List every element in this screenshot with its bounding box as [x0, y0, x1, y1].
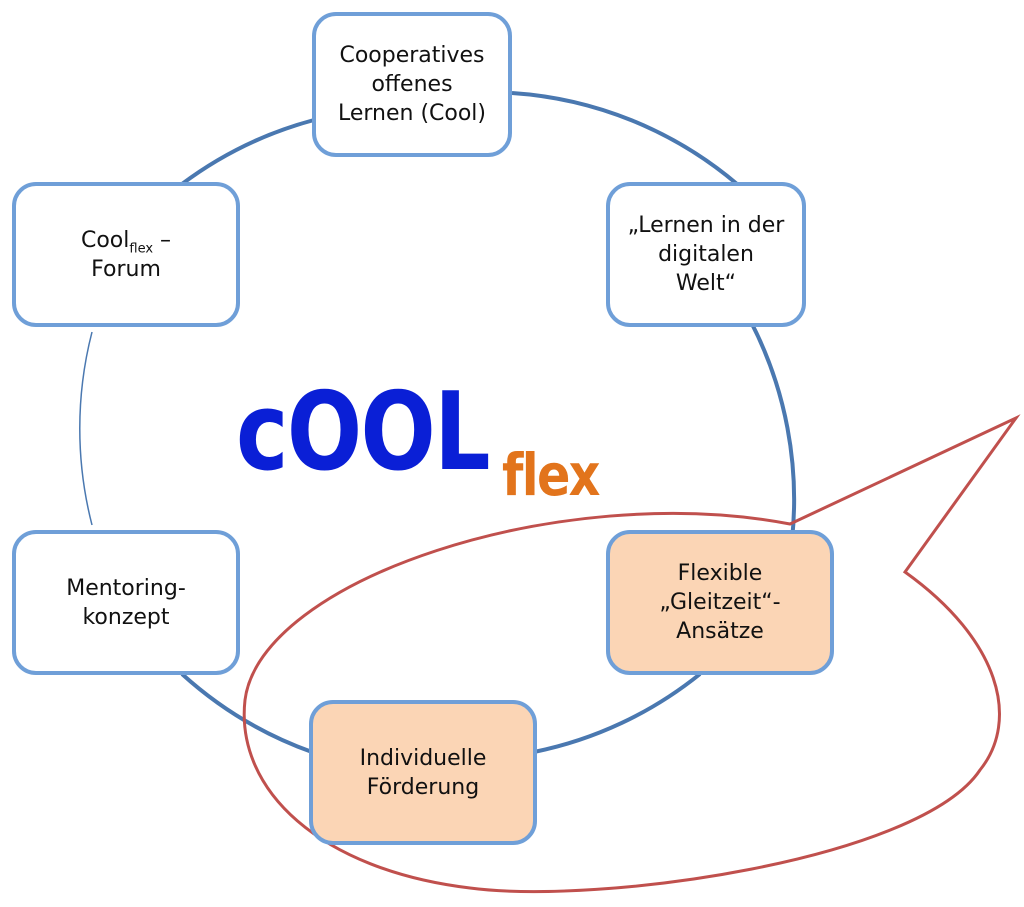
- node-text-line: „Gleitzeit“-: [659, 590, 781, 615]
- node-title-line: Coolflex –: [81, 226, 171, 255]
- node-text-line: Welt“: [675, 271, 737, 296]
- logo-main-text: cOOL: [236, 370, 491, 495]
- cycle-arc-top-left: [180, 118, 315, 186]
- node-text-line: Forum: [91, 256, 161, 282]
- node-cooperatives-offenes-lernen: Cooperatives offenes Lernen (Cool): [312, 12, 512, 157]
- node-flexible-gleitzeit-ansaetze: Flexible „Gleitzeit“- Ansätze: [606, 530, 834, 675]
- cycle-arc-right: [749, 321, 797, 541]
- node-text-line: offenes: [371, 72, 453, 97]
- node-title-subscript: flex: [129, 240, 154, 256]
- node-text-line: Flexible: [677, 561, 763, 586]
- node-text-line: Lernen (Cool): [337, 101, 487, 126]
- node-title-main: Cool: [80, 227, 130, 253]
- cycle-arc-right-bottom: [533, 672, 702, 754]
- node-individuelle-foerderung: Individuelle Förderung: [309, 700, 537, 845]
- node-text-line: konzept: [82, 604, 170, 630]
- node-text-line: Individuelle: [359, 745, 487, 771]
- node-coolflex-forum: Coolflex – Forum: [12, 182, 240, 327]
- node-lernen-digitale-welt: „Lernen in der digitalen Welt“: [606, 182, 806, 327]
- node-text-line: Mentoring-: [66, 575, 186, 601]
- node-text-line: Förderung: [366, 774, 480, 800]
- node-mentoringkonzept: Mentoring- konzept: [12, 530, 240, 675]
- node-text-line: Ansätze: [676, 619, 764, 644]
- logo-sub-text: flex: [502, 441, 600, 509]
- cycle-arc-top-right: [511, 91, 739, 186]
- callout-bubble: [242, 414, 1021, 894]
- node-title-dash: –: [153, 227, 172, 253]
- cycle-arc-left: [79, 331, 93, 526]
- node-text-line: „Lernen in der: [627, 213, 785, 238]
- node-text-line: digitalen: [658, 242, 754, 267]
- node-text-line: Cooperatives: [339, 43, 485, 68]
